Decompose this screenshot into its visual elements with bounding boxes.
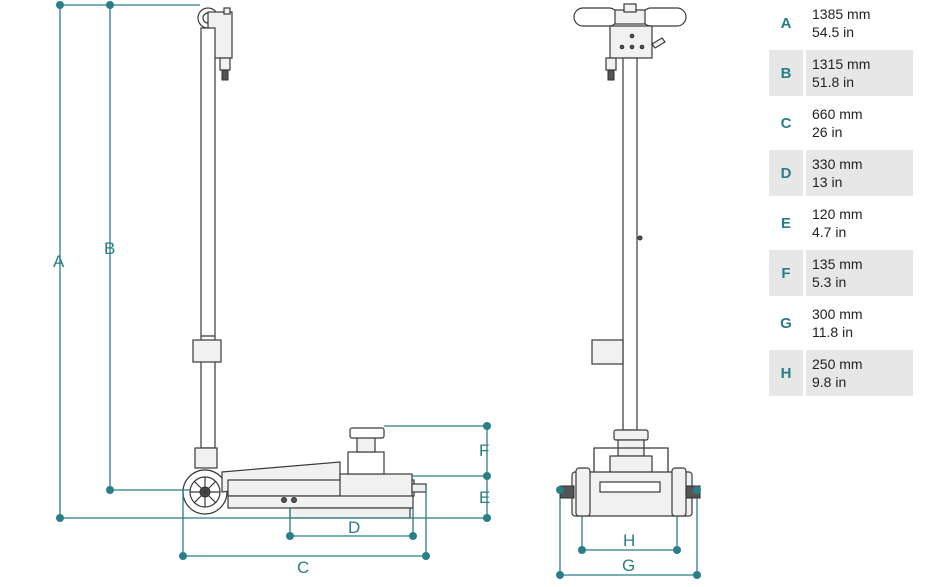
imperial-value: 9.8 in (812, 374, 847, 390)
imperial-value: 54.5 in (812, 24, 855, 40)
imperial-value: 5.3 in (812, 274, 847, 290)
imperial-value: 13 in (812, 174, 843, 190)
row-letter: D (769, 150, 803, 196)
row-letter: C (780, 114, 792, 132)
dimension-letters: A B C D E F G H (53, 239, 635, 577)
imperial-value: 26 in (812, 124, 843, 140)
dimension-row-d: D 330 mm 13 in (769, 150, 913, 196)
imperial-value: 51.8 in (812, 74, 855, 90)
metric-value: 660 mm (812, 106, 863, 122)
row-values: 300 mm 11.8 in (806, 300, 913, 346)
row-letter: F (769, 250, 803, 296)
metric-value: 135 mm (812, 256, 863, 272)
dimension-table: A 1385 mm 54.5 in B 1315 mm 51.8 in C 66… (769, 0, 913, 400)
front-view (559, 3, 701, 517)
row-values: 660 mm 26 in (806, 100, 913, 146)
metric-value: 330 mm (812, 156, 863, 172)
label-B: B (104, 239, 115, 258)
row-letter: B (769, 50, 803, 96)
row-values: 1315 mm 51.8 in (806, 50, 913, 96)
dimension-row-e: E 120 mm 4.7 in (769, 200, 913, 246)
dimension-row-g: G 300 mm 11.8 in (769, 300, 913, 346)
row-values: 120 mm 4.7 in (806, 200, 913, 246)
metric-value: 120 mm (812, 206, 863, 222)
dimension-row-h: H 250 mm 9.8 in (769, 350, 913, 396)
row-values: 250 mm 9.8 in (806, 350, 913, 396)
label-A: A (53, 252, 65, 271)
row-letter: H (769, 350, 803, 396)
imperial-value: 4.7 in (812, 224, 847, 240)
metric-value: 1315 mm (812, 56, 871, 72)
dimension-row-a: A 1385 mm 54.5 in (769, 0, 913, 46)
dimension-lines (56, 1, 701, 579)
dimension-row-c: C 660 mm 26 in (769, 100, 913, 146)
label-G: G (622, 556, 635, 575)
label-E: E (479, 488, 490, 507)
row-values: 1385 mm 54.5 in (806, 0, 913, 46)
label-H: H (623, 531, 635, 550)
row-letter: E (780, 214, 791, 232)
metric-value: 250 mm (812, 356, 863, 372)
metric-value: 1385 mm (812, 6, 871, 22)
dimension-row-b: B 1315 mm 51.8 in (769, 50, 913, 96)
label-C: C (297, 558, 309, 577)
label-D: D (348, 518, 360, 537)
dimension-row-f: F 135 mm 5.3 in (769, 250, 913, 296)
row-letter: A (780, 14, 792, 32)
row-letter: G (780, 314, 792, 332)
label-F: F (479, 441, 489, 460)
row-values: 330 mm 13 in (806, 150, 913, 196)
imperial-value: 11.8 in (812, 324, 853, 340)
row-values: 135 mm 5.3 in (806, 250, 913, 296)
jack-technical-drawing: A B C D E F G H (53, 1, 701, 579)
side-view (182, 7, 427, 519)
metric-value: 300 mm (812, 306, 863, 322)
